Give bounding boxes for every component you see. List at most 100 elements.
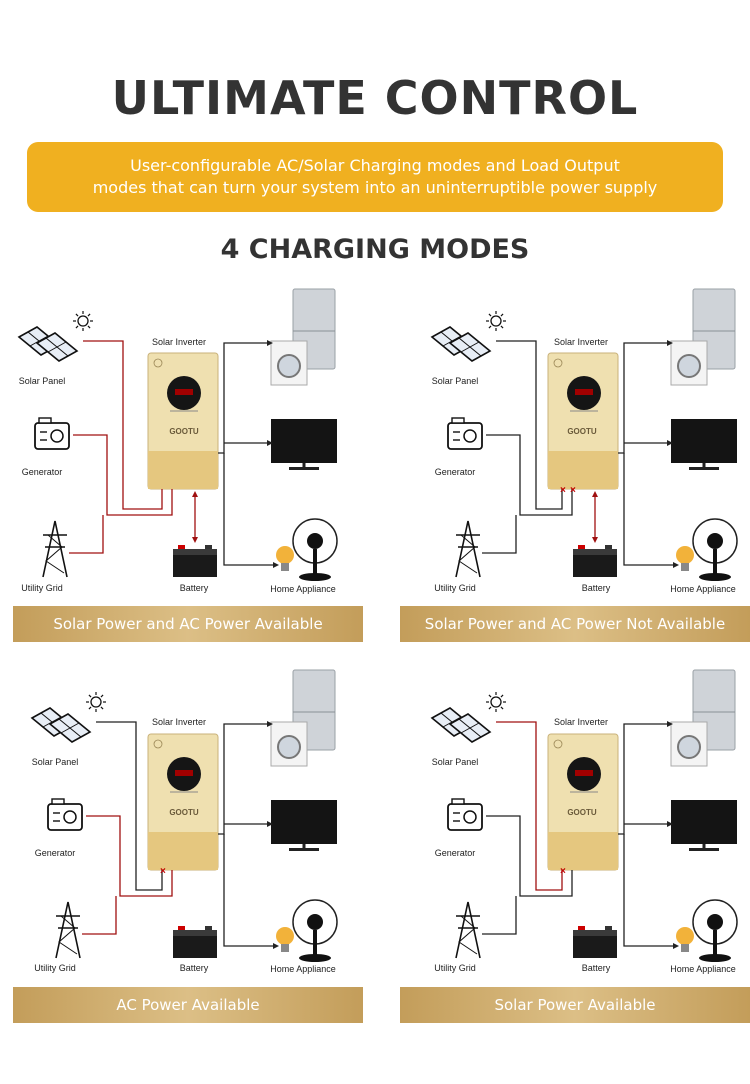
washing-machine-icon [670,340,708,386]
battery-label: Battery [581,963,611,973]
fan-icon [692,518,738,581]
solar-panel-icon [30,707,92,743]
fan-icon [292,899,338,962]
solar-panel-icon [430,707,492,743]
solar-wire [496,721,563,891]
solar-wire [83,340,163,510]
home-appliance-label: Home Appliance [270,584,336,594]
television-icon [271,800,337,851]
solar-panel-icon [17,326,79,362]
fan-icon [292,518,338,581]
battery-arrow-up [592,491,598,497]
grid-wire [482,515,517,554]
inverter-label: Solar Inverter [151,337,207,347]
inverter-label: Solar Inverter [553,717,609,727]
solar-panel-label: Solar Panel [18,376,66,386]
load-wire-bottom [623,453,673,566]
generator-wire [486,815,573,897]
sun-icon [86,692,106,712]
grid-wire [82,896,117,935]
mode-caption: Solar Power and AC Power Available [13,606,363,642]
load-arrow [267,340,273,346]
home-appliance-label: Home Appliance [270,964,336,974]
generator-icon [447,798,483,831]
battery-label: Battery [179,963,209,973]
sun-icon [73,311,93,331]
grid-wire [482,896,517,935]
generator-wire [486,434,573,516]
utility-grid-label: Utility Grid [21,583,63,593]
banner-line-2: modes that can turn your system into an … [92,178,658,197]
load-arrow [667,340,673,346]
solar-panel-label: Solar Panel [431,757,479,767]
mode-caption: AC Power Available [13,987,363,1023]
home-appliance-label: Home Appliance [670,964,736,974]
mode-panel-1: Solar Panel Generator Utility Grid Solar… [13,283,363,643]
solar-panel-label: Solar Panel [31,757,79,767]
load-wire-top [618,342,667,454]
load-arrow [273,562,279,568]
television-icon [671,800,737,851]
mode-diagram: ×× [430,288,738,581]
utility-tower-icon [42,520,68,578]
load-arrow [667,440,673,446]
solar-inverter-icon [147,352,219,490]
light-bulb-icon [676,927,694,952]
battery-label: Battery [581,583,611,593]
battery-icon [173,926,217,958]
generator-wire [73,434,173,516]
brand-logo: GOOTU [169,427,199,436]
battery-arrow-down [592,537,598,543]
section-subtitle: 4 CHARGING MODES [220,234,530,265]
sun-icon [486,692,506,712]
load-wire-top [218,342,267,454]
battery-icon [573,926,617,958]
mode-panel-2: ×× Solar Panel Generator Utility Grid So… [400,283,750,643]
load-wire-bottom [623,834,673,947]
load-arrow [267,821,273,827]
battery-arrow-up [192,491,198,497]
utility-tower-icon [455,520,481,578]
brand-logo: GOOTU [567,808,597,817]
load-arrow [667,721,673,727]
generator-wire [86,815,173,897]
blocked-port-x: × [560,866,566,877]
light-bulb-icon [276,546,294,571]
mode-caption: Solar Power Available [400,987,750,1023]
page-title: ULTIMATE CONTROL [111,71,639,125]
battery-arrow-down [192,537,198,543]
mode-diagram: × [430,669,738,962]
inverter-label: Solar Inverter [151,717,207,727]
load-arrow [667,821,673,827]
generator-label: Generator [34,848,76,858]
utility-grid-label: Utility Grid [434,963,476,973]
load-arrow [673,943,679,949]
solar-inverter-icon [547,352,619,490]
utility-grid-label: Utility Grid [34,963,76,973]
utility-tower-icon [55,901,81,959]
load-arrow [273,943,279,949]
blocked-port-x: × [570,485,576,496]
load-arrow [673,562,679,568]
inverter-label: Solar Inverter [553,337,609,347]
generator-label: Generator [434,467,476,477]
brand-logo: GOOTU [567,427,597,436]
generator-icon [47,798,83,831]
fan-icon [692,899,738,962]
light-bulb-icon [676,546,694,571]
mode-diagram [17,288,338,581]
load-wire-top [618,723,667,835]
washing-machine-icon [270,340,308,386]
generator-label: Generator [434,848,476,858]
battery-icon [173,545,217,577]
generator-icon [447,417,483,450]
load-arrow [267,721,273,727]
blocked-port-x: × [560,485,566,496]
utility-grid-label: Utility Grid [434,583,476,593]
blocked-port-x: × [160,866,166,877]
mode-caption: Solar Power and AC Power Not Available [400,606,750,642]
load-wire-bottom [223,834,273,947]
load-arrow [267,440,273,446]
washing-machine-icon [670,721,708,767]
generator-icon [34,417,70,450]
